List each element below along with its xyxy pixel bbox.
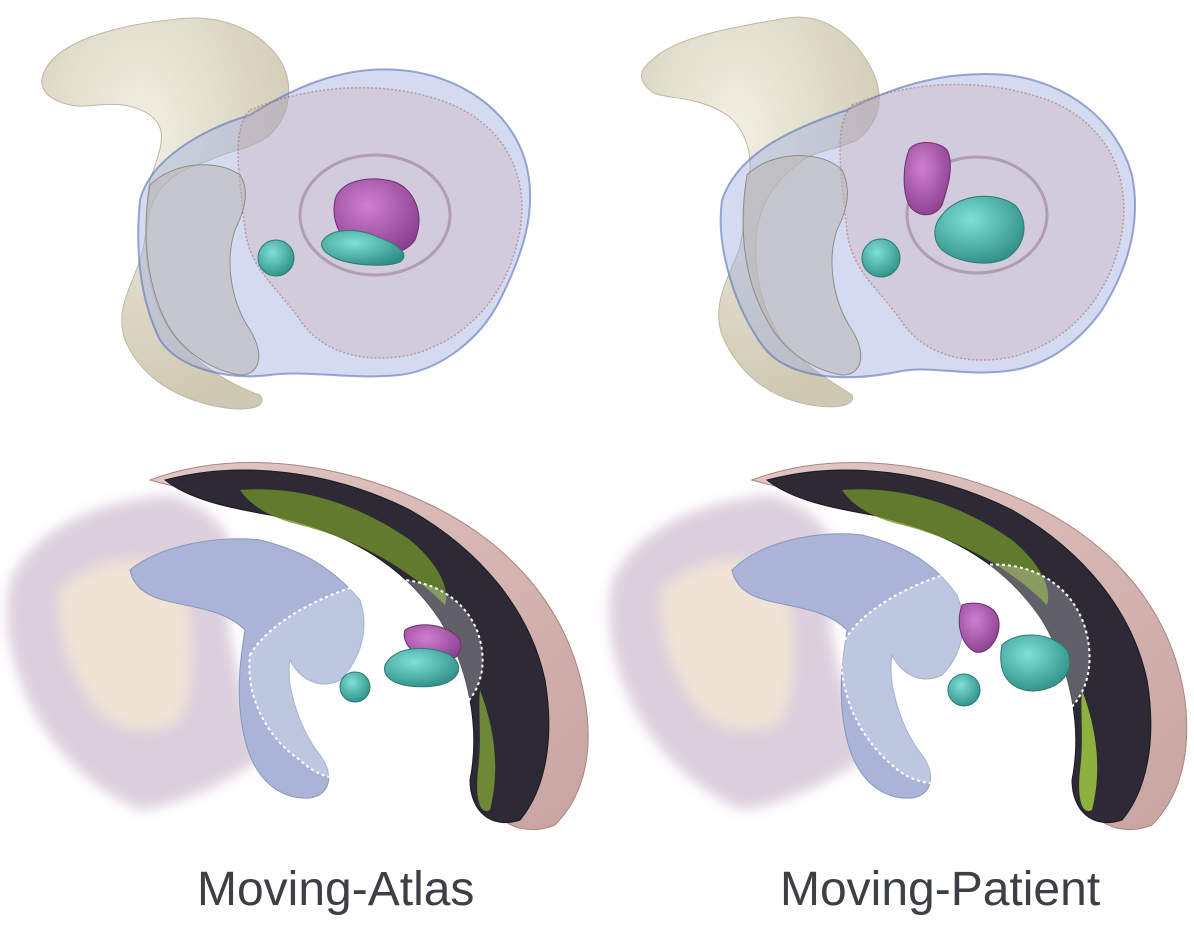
green-tissue-lower — [1079, 690, 1098, 811]
atlas-cutaway-view — [7, 462, 589, 831]
caption-moving-patient: Moving-Patient — [780, 863, 1101, 916]
top-right-render — [597, 0, 1194, 430]
mri-slice-core — [59, 559, 192, 731]
caption-moving-atlas: Moving-Atlas — [197, 863, 475, 916]
hull-surface — [137, 68, 532, 378]
teal-structure-large — [934, 195, 1025, 264]
magenta-structure — [958, 602, 1000, 653]
ventricle-surface — [731, 533, 964, 799]
ventricle-shell — [742, 155, 862, 376]
green-tissue-lower — [477, 690, 496, 811]
ventricle-shell — [145, 164, 260, 376]
inner-ring — [298, 153, 452, 277]
teal-structure-large — [1000, 634, 1071, 692]
teal-structure-small — [339, 671, 371, 703]
mri-slice-core — [661, 559, 794, 731]
teal-structure-large — [384, 647, 460, 688]
bottom-right-render — [597, 440, 1194, 840]
inner-ring — [905, 155, 1049, 275]
top-left-render — [0, 0, 597, 430]
ventricle-surface — [129, 538, 365, 799]
teal-structure-large — [321, 230, 405, 266]
green-tissue — [240, 489, 447, 605]
bottom-left-render — [0, 440, 597, 840]
bone-surface — [41, 17, 290, 410]
patient-cutaway-view — [609, 462, 1188, 831]
teal-structure-small — [947, 673, 981, 707]
teal-structure-small — [257, 239, 295, 277]
atlas-3d-surface-view — [41, 17, 532, 410]
magenta-structure — [903, 142, 951, 216]
green-tissue — [842, 489, 1049, 605]
patient-3d-surface-view — [641, 16, 1137, 408]
teal-structure-small — [861, 238, 901, 278]
